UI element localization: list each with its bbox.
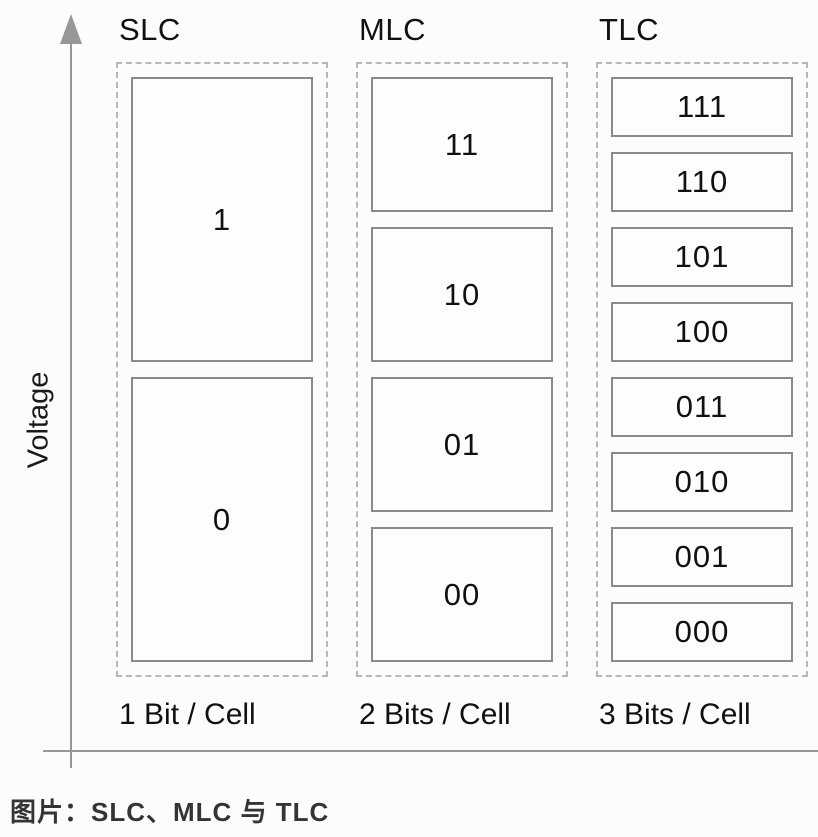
voltage-level-cell: 11 [371,77,553,212]
cell-bit-value: 11 [444,126,480,162]
cell-column: TLC 111 110 101 100 011 010 001 00 [596,12,808,732]
voltage-level-cell: 011 [611,377,793,437]
cell-bit-value: 010 [674,464,730,499]
cell-column: SLC 1 0 1 Bit / Cell [116,12,328,732]
voltage-level-cell: 00 [371,527,553,662]
x-axis-line [43,750,818,752]
y-axis-line [70,36,72,768]
cell-bit-value: 101 [674,239,730,274]
cell-bit-value: 100 [674,314,730,349]
cell-bit-value: 0 [212,501,232,537]
cell-group: 11 10 01 00 [356,62,568,677]
voltage-level-cell: 1 [131,77,313,362]
voltage-level-cell: 000 [611,602,793,662]
cell-group: 1 0 [116,62,328,677]
column-caption: 2 Bits / Cell [359,698,511,731]
column-header: SLC [119,12,181,47]
column-header: TLC [599,12,660,47]
column-caption: 3 Bits / Cell [599,698,751,731]
cell-bit-value: 011 [675,389,729,424]
voltage-level-cell: 111 [611,77,793,137]
cell-bit-value: 00 [443,576,481,612]
column-header: MLC [359,12,426,47]
cell-group: 111 110 101 100 011 010 001 000 [596,62,808,677]
voltage-level-cell: 010 [611,452,793,512]
voltage-level-cell: 110 [611,152,793,212]
voltage-level-cell: 0 [131,377,313,662]
cell-bit-value: 1 [212,201,232,237]
cell-bit-value: 01 [443,426,481,462]
voltage-level-cell: 001 [611,527,793,587]
voltage-level-cell: 101 [611,227,793,287]
voltage-level-cell: 10 [371,227,553,362]
voltage-level-cell: 01 [371,377,553,512]
cell-bit-value: 10 [443,276,481,312]
column-caption: 1 Bit / Cell [119,698,256,731]
cell-bit-value: 001 [674,539,730,574]
y-axis-label: Voltage [22,371,55,469]
figure-caption: 图片：SLC、MLC 与 TLC [10,797,330,827]
cell-bit-value: 000 [674,614,730,649]
y-axis-arrow-icon [60,14,82,44]
cell-bit-value: 110 [675,164,729,199]
voltage-level-cell: 100 [611,302,793,362]
cell-bit-value: 111 [676,89,728,124]
cell-column: MLC 11 10 01 00 2 Bits / Cell [356,12,568,732]
